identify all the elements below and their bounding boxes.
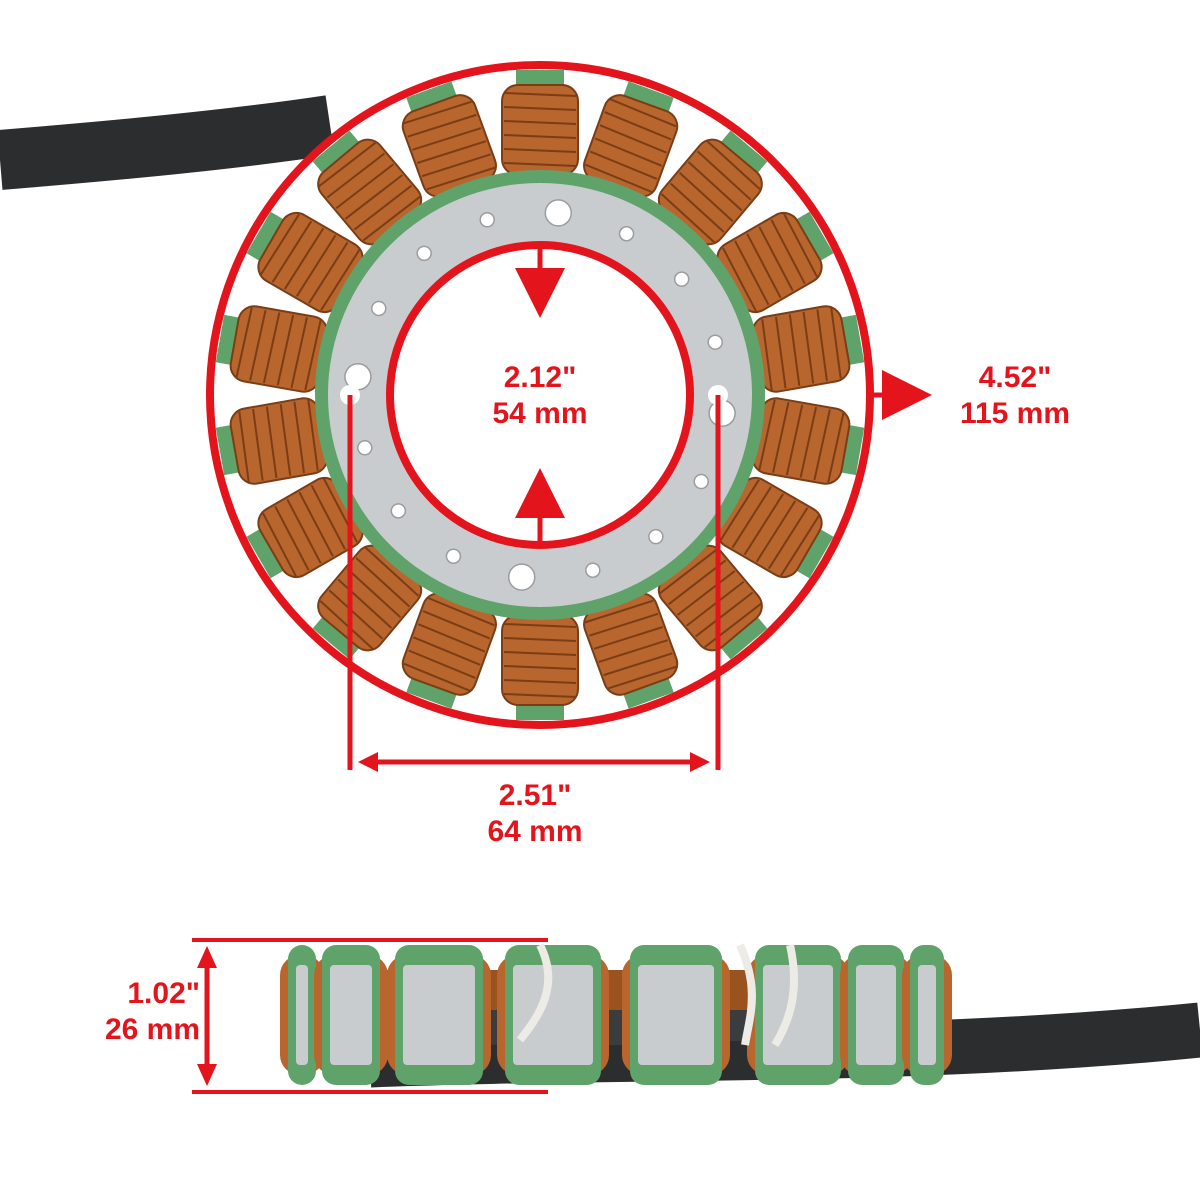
zip-tie-3 bbox=[771, 944, 799, 1048]
mounting-hole bbox=[416, 245, 432, 262]
stator-coil bbox=[583, 81, 679, 211]
height-label: 1.02" 26 mm bbox=[60, 976, 200, 1048]
stator-coil bbox=[215, 305, 343, 393]
side-coil bbox=[314, 945, 388, 1085]
stator-top-view bbox=[215, 70, 865, 720]
stator-coil bbox=[737, 397, 865, 485]
mounting-hole bbox=[390, 503, 407, 519]
zip-tie-2 bbox=[736, 943, 756, 1046]
side-coil bbox=[902, 945, 952, 1085]
mounting-hole bbox=[708, 399, 736, 428]
mounting-hole bbox=[673, 271, 690, 287]
stator-side-view bbox=[280, 943, 1200, 1088]
side-coil bbox=[622, 945, 730, 1085]
outer-diameter-mm: 115 mm bbox=[959, 397, 1071, 430]
cable-top bbox=[0, 95, 335, 190]
mounting-hole bbox=[357, 440, 373, 456]
side-coil bbox=[747, 945, 849, 1085]
side-coil bbox=[497, 945, 609, 1085]
mounting-hole bbox=[479, 212, 495, 228]
bolt-spacing-arrow-left-head bbox=[358, 752, 378, 772]
coil-ring bbox=[215, 70, 865, 720]
stator-coil bbox=[215, 397, 343, 485]
mounting-hole bbox=[648, 528, 664, 545]
stator-coil bbox=[501, 600, 579, 720]
inner-diameter-inches: 2.12" bbox=[503, 361, 577, 394]
outer-diameter-circle bbox=[206, 61, 874, 729]
stator-coil bbox=[737, 305, 865, 393]
height-mm: 26 mm bbox=[104, 1013, 200, 1046]
side-coil-row bbox=[280, 945, 952, 1085]
mounting-hole bbox=[618, 226, 635, 242]
mounting-hole bbox=[585, 562, 601, 578]
mounting-hole bbox=[693, 473, 709, 490]
height-arrow-bottom-head bbox=[197, 1064, 217, 1086]
stator-coil bbox=[401, 81, 497, 211]
inner-diameter-mm: 54 mm bbox=[492, 397, 588, 430]
bolt-spacing-mm: 64 mm bbox=[487, 815, 583, 848]
mounting-hole bbox=[707, 334, 723, 350]
bolt-spacing-arrow-right-head bbox=[690, 752, 710, 772]
mounting-hole bbox=[445, 548, 462, 564]
side-coil bbox=[840, 945, 912, 1085]
side-coil bbox=[387, 945, 491, 1085]
height-inches: 1.02" bbox=[127, 977, 200, 1010]
zip-tie-1 bbox=[516, 943, 553, 1043]
bolt-spacing-inches: 2.51" bbox=[498, 779, 572, 812]
side-coil bbox=[280, 945, 324, 1085]
bolt-spacing-label: 2.51" 64 mm bbox=[455, 778, 615, 850]
height-arrow-top-head bbox=[197, 946, 217, 968]
inner-diameter-label: 2.12" 54 mm bbox=[460, 360, 620, 432]
mounting-holes bbox=[340, 199, 736, 591]
outer-diameter-inches: 4.52" bbox=[978, 361, 1052, 394]
outer-diameter-label: 4.52" 115 mm bbox=[930, 360, 1100, 432]
mounting-hole bbox=[544, 199, 573, 227]
stator-coil bbox=[583, 579, 679, 709]
mounting-hole bbox=[507, 563, 536, 591]
mounting-hole bbox=[371, 300, 387, 317]
